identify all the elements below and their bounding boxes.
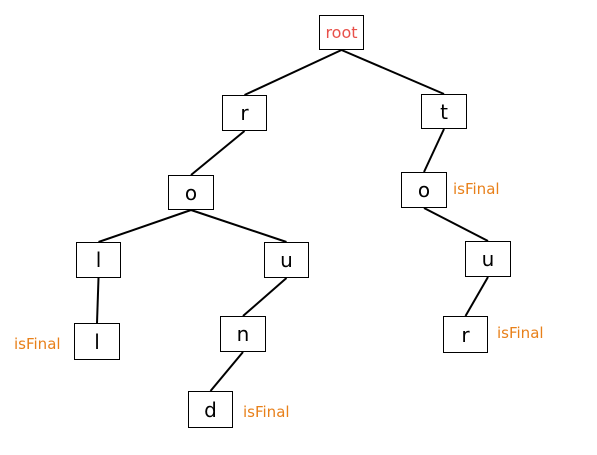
trie-node-o: o xyxy=(168,175,214,210)
final-label-o: isFinal xyxy=(453,180,500,198)
node-label-r: r xyxy=(240,101,249,125)
node-label-u: u xyxy=(280,248,293,272)
trie-node-root: root xyxy=(319,15,364,50)
final-label-d: isFinal xyxy=(243,403,290,421)
edge-u2-r2 xyxy=(464,276,489,317)
edge-r1-o1 xyxy=(190,130,246,176)
edge-o1-u1 xyxy=(190,209,287,243)
final-label-r: isFinal xyxy=(497,324,544,342)
edge-o2-u2 xyxy=(423,207,489,242)
trie-node-r-final: r xyxy=(443,316,488,353)
edge-o1-l1 xyxy=(98,209,192,243)
trie-node-r: r xyxy=(222,95,267,131)
node-label-o: o xyxy=(184,180,198,205)
node-label-root: root xyxy=(325,23,358,42)
node-label-l: l xyxy=(95,248,102,272)
trie-node-d-final: d xyxy=(188,391,233,428)
node-label-d-final: d xyxy=(204,397,217,422)
edge-u1-n xyxy=(242,277,288,317)
node-label-o-final: o xyxy=(417,178,431,202)
edge-n-d xyxy=(209,351,244,392)
node-label-u-right: u xyxy=(481,247,495,271)
trie-node-o-final: o xyxy=(401,172,447,208)
trie-node-l: l xyxy=(76,242,121,278)
final-label-l: isFinal xyxy=(14,335,61,353)
node-label-r-final: r xyxy=(461,322,470,347)
trie-node-t: t xyxy=(421,94,467,129)
trie-node-l-final: l xyxy=(74,323,120,360)
edge-t-o2 xyxy=(423,128,445,173)
trie-node-u-right: u xyxy=(465,241,511,277)
edge-root-r1 xyxy=(244,49,342,96)
node-label-l-final: l xyxy=(94,329,100,354)
edge-root-t xyxy=(341,49,445,95)
node-label-n: n xyxy=(236,322,250,346)
trie-node-u: u xyxy=(264,242,309,278)
trie-node-n: n xyxy=(220,316,266,352)
edge-l1-l2 xyxy=(96,277,100,324)
node-label-t: t xyxy=(440,99,448,124)
